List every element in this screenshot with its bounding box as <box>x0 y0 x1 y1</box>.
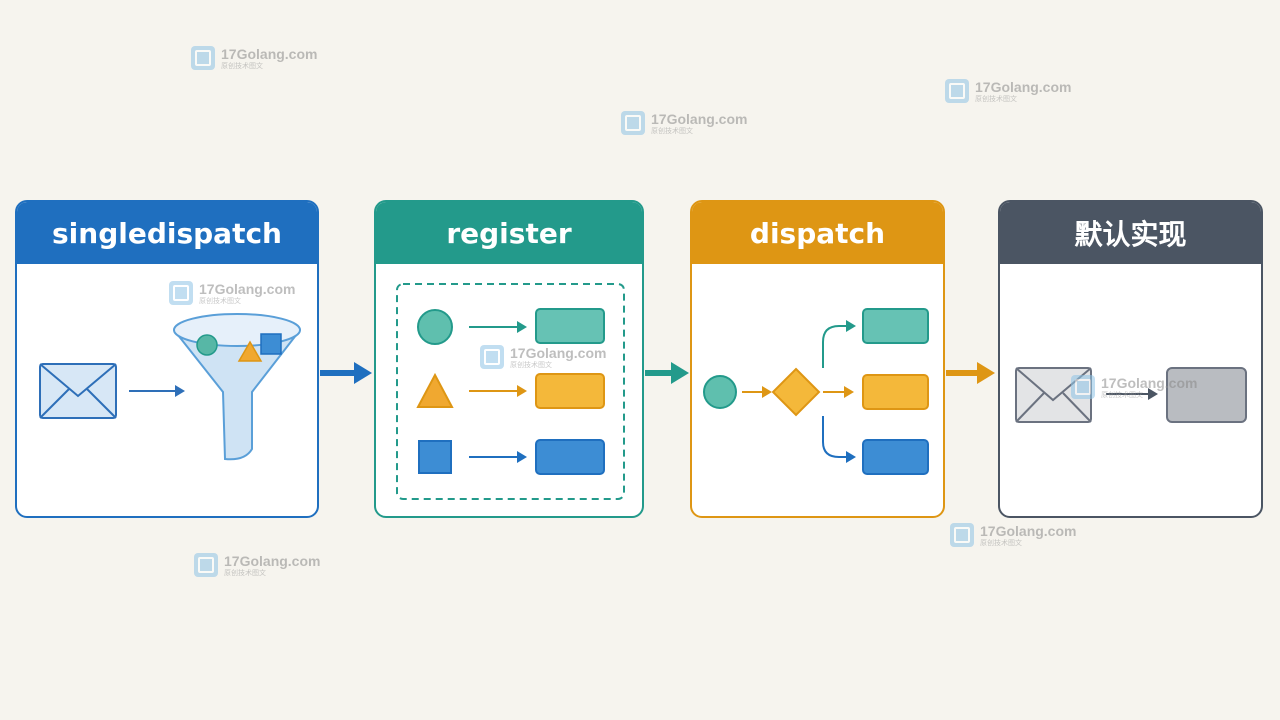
implementation-box <box>862 308 929 344</box>
arrow-icon <box>762 386 772 398</box>
watermark-logo-icon <box>621 111 645 135</box>
flow-arrow-icon <box>645 362 689 384</box>
decision-diamond-icon <box>771 367 821 417</box>
stage-title: dispatch <box>692 202 943 264</box>
implementation-box <box>862 439 929 475</box>
default-illustration <box>1015 367 1247 423</box>
implementation-box <box>862 374 929 410</box>
registry-boundary <box>396 283 625 500</box>
arrow-icon <box>517 321 527 333</box>
dispatch-branches <box>822 320 856 463</box>
implementation-box <box>535 308 605 344</box>
register-row-square <box>418 439 605 475</box>
watermark-logo-icon <box>945 79 969 103</box>
register-illustration <box>396 283 625 500</box>
implementation-box <box>535 439 605 475</box>
arrow-icon <box>1148 388 1158 400</box>
register-row-triangle <box>416 372 605 409</box>
watermark-logo-icon <box>191 46 215 70</box>
circle-icon <box>703 375 737 409</box>
stage-singledispatch: singledispatch <box>15 200 319 518</box>
stage-default-implementation: 默认实现 <box>998 200 1263 518</box>
stage-dispatch: dispatch <box>690 200 945 518</box>
stage-title: 默认实现 <box>1000 202 1261 264</box>
watermark-logo-icon <box>950 523 974 547</box>
default-box <box>1166 367 1247 423</box>
watermark-logo-icon <box>194 553 218 577</box>
square-icon <box>418 440 452 474</box>
implementation-box <box>535 373 605 409</box>
flow-arrow-icon <box>320 362 372 384</box>
flow-arrow-icon <box>946 362 995 384</box>
arrow-icon <box>517 451 527 463</box>
circle-icon <box>417 309 453 345</box>
singledispatch-illustration <box>39 313 302 461</box>
stage-title: register <box>376 202 642 264</box>
register-row-circle <box>417 308 605 345</box>
arrow-icon <box>517 385 527 397</box>
funnel-icon <box>172 313 302 461</box>
stage-register: register <box>374 200 644 518</box>
arrow-icon <box>129 385 185 397</box>
dispatch-illustration <box>703 308 929 475</box>
stage-title: singledispatch <box>17 202 317 264</box>
envelope-icon <box>1015 367 1092 423</box>
envelope-icon <box>39 363 117 419</box>
triangle-icon <box>416 372 454 408</box>
